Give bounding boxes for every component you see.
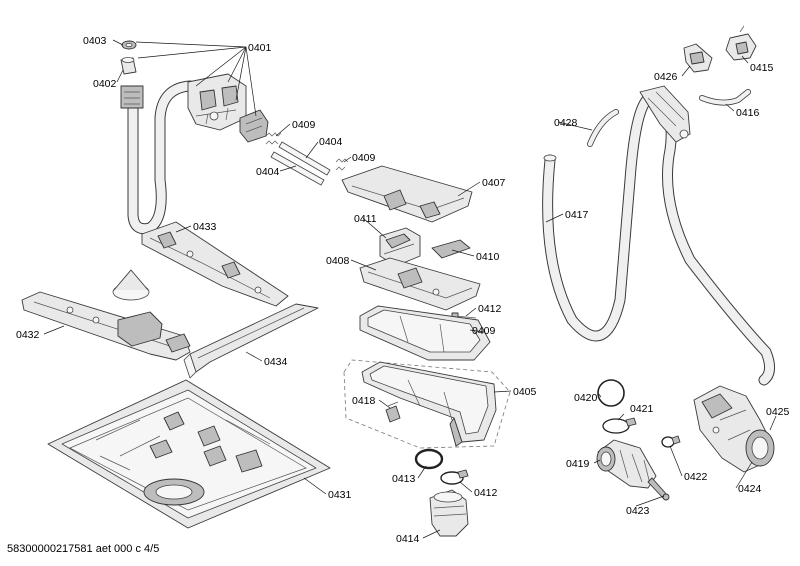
springs-0409: [265, 132, 349, 171]
label-0407: 0407: [482, 177, 506, 189]
drawer-housing-0408: [359, 257, 481, 311]
drawer-tray-0409: [359, 305, 491, 361]
label-0434: 0434: [264, 356, 288, 368]
pressure-switch-0415: [725, 25, 757, 61]
pump-bellows-0419: [596, 439, 657, 489]
label-0421: 0421: [630, 403, 654, 415]
bellows-0414: [429, 489, 469, 537]
label-0404-right: 0404: [319, 136, 343, 148]
drain-pump-0424: [693, 385, 775, 473]
base-plate-0431: [47, 379, 331, 529]
label-0409-mid: 0409: [352, 152, 376, 164]
filter-cap-0402: [120, 57, 137, 75]
label-0412-top: 0412: [478, 303, 502, 315]
pin-0423: [647, 477, 670, 501]
sealing-ring-0403: [121, 40, 137, 50]
label-0422: 0422: [684, 471, 708, 483]
label-0431: 0431: [328, 489, 352, 501]
label-0409-bottom: 0409: [472, 325, 496, 337]
label-0413: 0413: [392, 473, 416, 485]
label-0425: 0425: [766, 406, 790, 418]
document-code: 58300000217581 aet 000 c 4/5: [7, 543, 160, 555]
o-ring-0420: [597, 379, 625, 407]
drain-hose-0417: [542, 90, 775, 386]
valve-pin-0418: [385, 401, 401, 423]
label-0410: 0410: [476, 251, 500, 263]
cross-member-0432: [21, 291, 191, 361]
hose-bend-0428: [587, 109, 619, 147]
label-0424: 0424: [738, 483, 762, 495]
label-0414: 0414: [396, 533, 420, 545]
label-0428: 0428: [554, 117, 578, 129]
cap-disc-0432: [112, 269, 150, 301]
label-0423: 0423: [626, 505, 650, 517]
hose-clamp-0412: [440, 469, 469, 485]
label-0411: 0411: [354, 213, 377, 225]
label-0415: 0415: [750, 62, 774, 74]
label-0408: 0408: [326, 255, 350, 267]
label-0433: 0433: [193, 221, 217, 233]
label-0409-top: 0409: [292, 119, 316, 131]
inlet-hose-0401: [127, 80, 196, 235]
tube-0416: [699, 89, 751, 106]
strut-0434: [183, 303, 319, 379]
label-0401: 0401: [248, 42, 272, 54]
label-0426: 0426: [654, 71, 678, 83]
hose-elbow-0426: [639, 85, 691, 143]
drawer-top-0407: [341, 165, 473, 223]
label-0412-bottom: 0412: [474, 487, 498, 499]
clamp-0421: [602, 417, 637, 434]
label-0419: 0419: [566, 458, 590, 470]
rods-0404: [270, 141, 331, 186]
leader-lines: [43, 39, 777, 539]
seal-ring-0413: [414, 448, 444, 470]
valve-block-0401: [187, 73, 247, 131]
label-0418: 0418: [352, 395, 376, 407]
label-0417: 0417: [565, 209, 589, 221]
label-0405: 0405: [513, 386, 537, 398]
flap-0410: [431, 239, 471, 259]
label-0420: 0420: [574, 392, 598, 404]
label-0416: 0416: [736, 107, 760, 119]
holder-0426: [683, 43, 713, 73]
part-labels: 0403 0402 0401 0409 0404 0409 0404 0407 …: [16, 35, 790, 545]
small-clamp-0422: [661, 435, 681, 448]
bracket-0433: [141, 221, 289, 307]
dispenser-box-0405: [343, 359, 511, 449]
label-0403: 0403: [83, 35, 107, 47]
inlet-connector-0402: [120, 85, 144, 109]
label-0432: 0432: [16, 329, 40, 341]
drawer-insert-0411: [379, 227, 421, 267]
label-0402: 0402: [93, 78, 117, 90]
label-0404-left: 0404: [256, 166, 280, 178]
